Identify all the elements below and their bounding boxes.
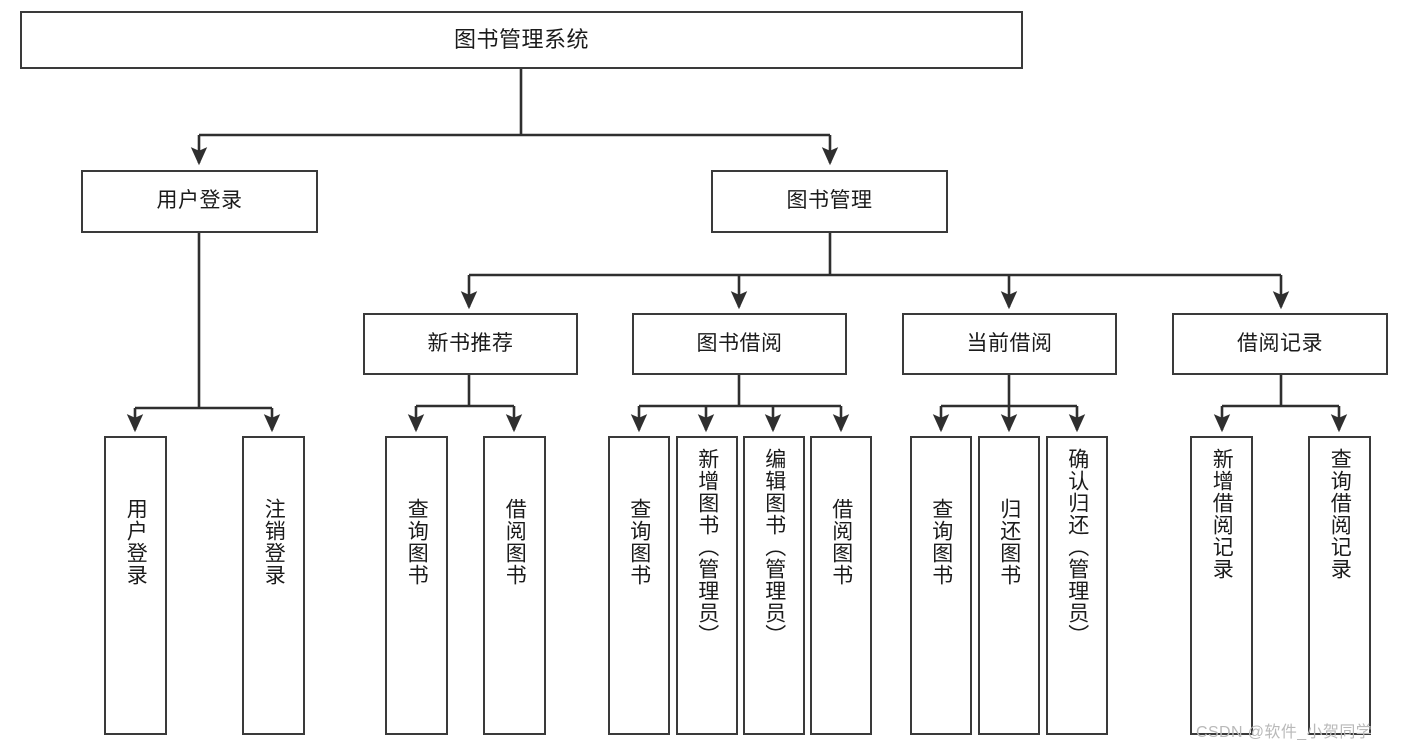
node-label: 当前借阅 <box>966 331 1053 355</box>
node-borrow-record[interactable]: 借阅记录 <box>1172 313 1388 375</box>
node-leaf-query-book-current[interactable]: 查询图书 <box>910 436 972 735</box>
node-leaf-edit-book-admin[interactable]: 编辑图书（管理员） <box>743 436 805 735</box>
node-label: 新增图书（管理员） <box>695 448 719 646</box>
node-leaf-borrow-book-recommend[interactable]: 借阅图书 <box>483 436 546 735</box>
node-book-borrow[interactable]: 图书借阅 <box>632 313 847 375</box>
node-label: 注销登录 <box>262 498 286 586</box>
node-label: 查询图书 <box>405 498 429 586</box>
node-label: 新书推荐 <box>427 331 514 355</box>
node-label: 图书管理 <box>786 189 873 213</box>
node-leaf-user-logout[interactable]: 注销登录 <box>242 436 305 735</box>
connector-new-book-recommend-to-leaves <box>407 375 523 433</box>
node-label: 归还图书 <box>997 498 1021 586</box>
node-label: 新增借阅记录 <box>1210 448 1234 580</box>
node-leaf-query-borrow-record[interactable]: 查询借阅记录 <box>1308 436 1371 735</box>
node-new-book-recommend[interactable]: 新书推荐 <box>363 313 578 375</box>
node-label: 查询借阅记录 <box>1328 448 1352 580</box>
node-leaf-confirm-return-admin[interactable]: 确认归还（管理员） <box>1046 436 1108 735</box>
node-leaf-return-book[interactable]: 归还图书 <box>978 436 1040 735</box>
node-user-login[interactable]: 用户登录 <box>81 170 318 233</box>
node-leaf-query-book-recommend[interactable]: 查询图书 <box>385 436 448 735</box>
node-leaf-query-book-borrow[interactable]: 查询图书 <box>608 436 670 735</box>
connector-book-borrow-to-leaves <box>630 375 850 433</box>
node-current-borrow[interactable]: 当前借阅 <box>902 313 1117 375</box>
node-leaf-add-book-admin[interactable]: 新增图书（管理员） <box>676 436 738 735</box>
connector-root-to-level2 <box>190 69 839 166</box>
node-leaf-user-login[interactable]: 用户登录 <box>104 436 167 735</box>
connector-book-manage-to-level3 <box>460 233 1290 310</box>
csdn-watermark: CSDN @软件_小贺同学 <box>1196 724 1373 741</box>
node-book-management[interactable]: 图书管理 <box>711 170 948 233</box>
node-label: 确认归还（管理员） <box>1065 448 1089 646</box>
node-leaf-borrow-book[interactable]: 借阅图书 <box>810 436 872 735</box>
node-label: 图书借阅 <box>696 331 783 355</box>
connector-user-login-to-leaves <box>126 233 281 433</box>
node-leaf-add-borrow-record[interactable]: 新增借阅记录 <box>1190 436 1253 735</box>
node-label: 借阅图书 <box>829 498 853 586</box>
node-label: 用户登录 <box>156 189 243 213</box>
node-label: 查询图书 <box>627 498 651 586</box>
node-label: 查询图书 <box>929 498 953 586</box>
connector-borrow-record-to-leaves <box>1213 375 1348 433</box>
node-label: 用户登录 <box>124 498 148 586</box>
node-label: 编辑图书（管理员） <box>762 448 786 646</box>
connector-current-borrow-to-leaves <box>932 375 1086 433</box>
node-root-book-management-system[interactable]: 图书管理系统 <box>20 11 1023 69</box>
node-label: 借阅记录 <box>1237 331 1323 355</box>
node-label: 图书管理系统 <box>453 27 589 53</box>
node-label: 借阅图书 <box>503 498 527 586</box>
